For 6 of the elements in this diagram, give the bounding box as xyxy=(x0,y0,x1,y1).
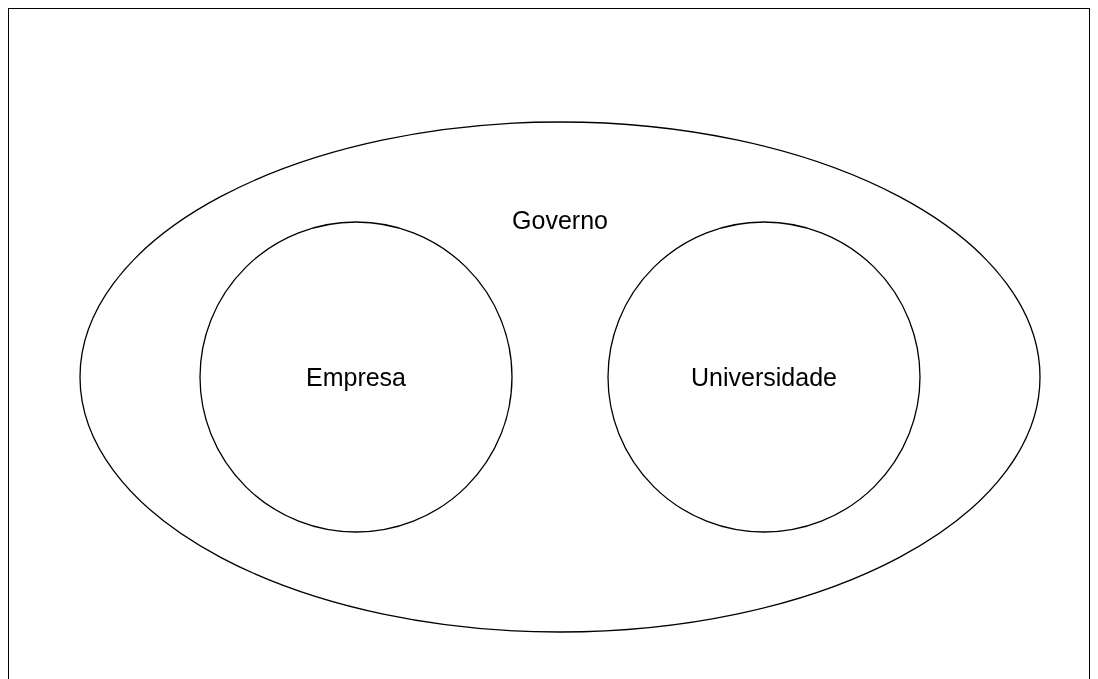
ellipse xyxy=(80,122,1040,632)
node-label: Governo xyxy=(512,205,608,235)
circle xyxy=(608,222,920,532)
node-label: Universidade xyxy=(691,362,837,392)
node-label: Empresa xyxy=(306,362,406,392)
circle xyxy=(200,222,512,532)
